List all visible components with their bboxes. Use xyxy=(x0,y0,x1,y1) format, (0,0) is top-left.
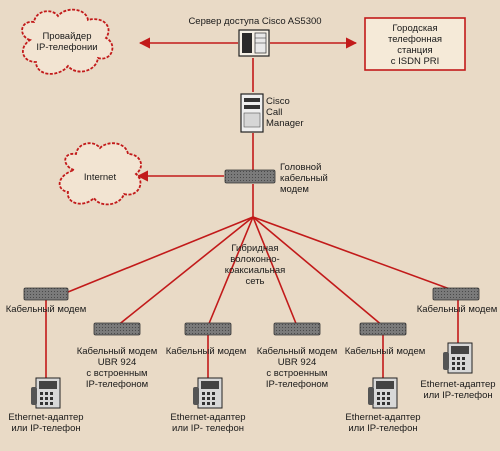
hfc-branch-far-right xyxy=(252,216,459,293)
pstn-line1: Городская xyxy=(392,23,437,34)
ubr-right-line2: UBR 924 xyxy=(278,357,317,368)
phone-far-right-line2: или IP-телефон xyxy=(423,390,492,401)
modem-far-left-label: Кабельный модем xyxy=(6,304,87,315)
headend-line3: модем xyxy=(280,184,309,195)
provider-cloud-line1: Провайдер xyxy=(42,31,91,42)
callmanager-line3: Manager xyxy=(266,118,304,129)
callmanager-line2: Call xyxy=(266,107,282,118)
cable-modem-icon xyxy=(184,322,232,336)
pstn-line4: с ISDN PRI xyxy=(391,56,440,67)
ubr-right-line4: IP-телефоном xyxy=(266,379,328,390)
ubr-right-line1: Кабельный модем xyxy=(257,346,338,357)
ubr-left-line3: с встроенным xyxy=(86,368,147,379)
phone-far-right-line1: Ethernet-адаптер xyxy=(420,379,495,390)
hfc-branch-mid-right xyxy=(252,216,384,327)
cloud-icon xyxy=(58,142,142,206)
server-tower-icon xyxy=(240,93,264,133)
cable-modem-icon xyxy=(432,287,480,301)
phone-mid-left-line1: Ethernet-адаптер xyxy=(170,412,245,423)
ip-phone-icon xyxy=(193,377,223,409)
hfc-line1: Гибридная xyxy=(231,243,278,254)
ubr-left-line2: UBR 924 xyxy=(98,357,137,368)
ubr-left-line4: IP-телефоном xyxy=(86,379,148,390)
hfc-branch-far-left xyxy=(67,216,254,293)
cloud-icon xyxy=(21,8,114,75)
phone-mid-left-line2: или IP- телефон xyxy=(172,423,244,434)
headend-line2: кабельный xyxy=(280,173,328,184)
hfc-line3: коаксиальная xyxy=(225,265,286,276)
pstn-line3: станция xyxy=(397,45,432,56)
headend-line1: Головной xyxy=(280,162,321,173)
ubr-left-line1: Кабельный модем xyxy=(77,346,158,357)
cable-modem-icon xyxy=(273,322,321,336)
links xyxy=(45,37,459,378)
ip-phone-icon xyxy=(443,342,473,374)
hfc-branch-ubr-right xyxy=(252,216,298,327)
phone-mid-right-line2: или IP-телефон xyxy=(348,423,417,434)
access-server-icon xyxy=(238,29,270,57)
server-label: Сервер доступа Cisco AS5300 xyxy=(188,16,321,27)
internet-label: Internet xyxy=(84,172,117,183)
cable-modem-icon xyxy=(224,169,276,184)
ip-phone-icon xyxy=(368,377,398,409)
phone-far-left-line1: Ethernet-адаптер xyxy=(8,412,83,423)
cable-modem-icon xyxy=(93,322,141,336)
hfc-branch-ubr-left xyxy=(116,216,254,327)
hfc-line4: сеть xyxy=(245,276,264,287)
pstn-line2: телефонная xyxy=(388,34,442,45)
modem-far-right-label: Кабельный модем xyxy=(417,304,498,315)
hfc-line2: волоконно- xyxy=(230,254,279,265)
modem-mid-left-label: Кабельный модем xyxy=(166,346,247,357)
hfc-branch-mid-left xyxy=(207,216,254,327)
callmanager-line1: Cisco xyxy=(266,96,290,107)
modem-mid-right-label: Кабельный модем xyxy=(345,346,426,357)
pstn-box xyxy=(364,17,466,71)
phone-far-left-line2: или IP-телефон xyxy=(11,423,80,434)
phone-mid-right-line1: Ethernet-адаптер xyxy=(345,412,420,423)
cable-modem-icon xyxy=(359,322,407,336)
cable-modem-icon xyxy=(23,287,69,301)
ubr-right-line3: с встроенным xyxy=(266,368,327,379)
provider-cloud-line2: IP-телефонии xyxy=(36,42,97,53)
ip-phone-icon xyxy=(31,377,61,409)
